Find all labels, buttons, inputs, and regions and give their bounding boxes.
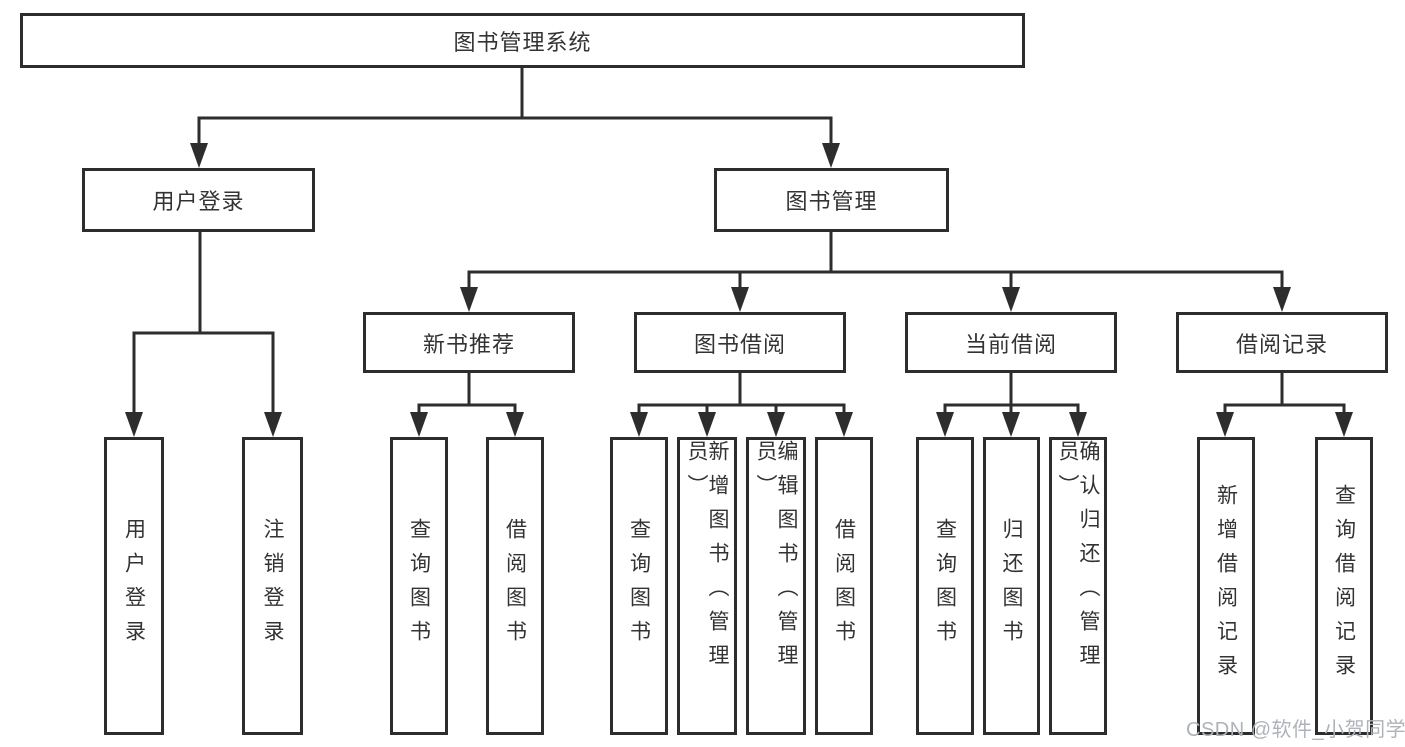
leaf-return-book: 归还图书 (983, 437, 1040, 735)
arrowhead-icon (125, 412, 143, 437)
node-book-borrow: 图书借阅 (634, 312, 846, 373)
node-user-login: 用户登录 (82, 168, 315, 232)
node-current-borrow: 当前借阅 (905, 312, 1117, 373)
leaf-logout-login: 注销登录 (242, 437, 303, 735)
leaf-borrow-book: 借阅图书 (815, 437, 873, 735)
arrowhead-icon (835, 412, 853, 437)
leaf-confirm-return-admin: 确认归还（管理员） (1049, 437, 1107, 735)
arrowhead-icon (630, 412, 648, 437)
leaf-borrow-book-recommend: 借阅图书 (486, 437, 544, 735)
leaf-add-book-admin: 新增图书（管理员） (677, 437, 737, 735)
leaf-user-login: 用户登录 (104, 437, 164, 735)
leaf-logout-login-label: 注销登录 (261, 518, 284, 654)
leaf-add-book-admin-label: 新增图书（管理员） (685, 440, 729, 678)
arrowhead-icon (1273, 287, 1291, 312)
arrowhead-icon (1216, 412, 1234, 437)
arrowhead-icon (767, 412, 785, 437)
leaf-confirm-return-admin-label: 确认归还（管理员） (1056, 440, 1100, 678)
arrowhead-icon (698, 412, 716, 437)
leaf-query-book-recommend: 查询图书 (390, 437, 448, 735)
arrowhead-icon (410, 412, 428, 437)
leaf-query-book-recommend-label: 查询图书 (407, 518, 431, 654)
leaf-query-book-borrow: 查询图书 (610, 437, 668, 735)
leaf-query-borrow-record-label: 查询借阅记录 (1332, 484, 1356, 688)
node-current-borrow-label: 当前借阅 (964, 331, 1057, 357)
node-root: 图书管理系统 (20, 13, 1025, 68)
leaf-borrow-book-recommend-label: 借阅图书 (503, 518, 527, 654)
arrowhead-icon (936, 412, 954, 437)
arrowhead-icon (1335, 412, 1353, 437)
node-book-management-label: 图书管理 (785, 189, 878, 214)
leaf-query-borrow-record: 查询借阅记录 (1315, 437, 1373, 735)
leaf-edit-book-admin: 编辑图书（管理员） (746, 437, 806, 735)
node-book-management: 图书管理 (714, 168, 949, 232)
arrowhead-icon (822, 143, 840, 168)
arrowhead-icon (460, 287, 478, 312)
leaf-query-book-borrow-label: 查询图书 (627, 518, 651, 654)
arrowhead-icon (1002, 412, 1020, 437)
arrowhead-icon (731, 287, 749, 312)
node-new-book-recommend-label: 新书推荐 (422, 331, 515, 357)
leaf-edit-book-admin-label: 编辑图书（管理员） (754, 440, 798, 678)
csdn-watermark: CSDN @软件_小贺同学 (1186, 719, 1405, 741)
arrowhead-icon (1069, 412, 1087, 437)
node-borrow-records: 借阅记录 (1176, 312, 1388, 373)
leaf-borrow-book-label: 借阅图书 (832, 518, 856, 654)
arrowhead-icon (506, 412, 524, 437)
arrowhead-icon (264, 412, 282, 437)
arrowhead-icon (1002, 287, 1020, 312)
leaf-add-borrow-record-label: 新增借阅记录 (1214, 484, 1238, 688)
node-user-login-label: 用户登录 (152, 189, 245, 214)
leaf-user-login-label: 用户登录 (122, 518, 146, 654)
node-new-book-recommend: 新书推荐 (363, 312, 575, 373)
arrowhead-icon (190, 143, 208, 168)
leaf-add-borrow-record: 新增借阅记录 (1197, 437, 1255, 735)
node-borrow-records-label: 借阅记录 (1235, 331, 1328, 357)
leaf-query-book-current-label: 查询图书 (933, 518, 957, 654)
leaf-return-book-label: 归还图书 (1000, 518, 1023, 654)
node-book-borrow-label: 图书借阅 (693, 331, 786, 357)
node-root-label: 图书管理系统 (453, 29, 592, 55)
arrowhead-group (125, 143, 1353, 437)
leaf-query-book-current: 查询图书 (916, 437, 974, 735)
